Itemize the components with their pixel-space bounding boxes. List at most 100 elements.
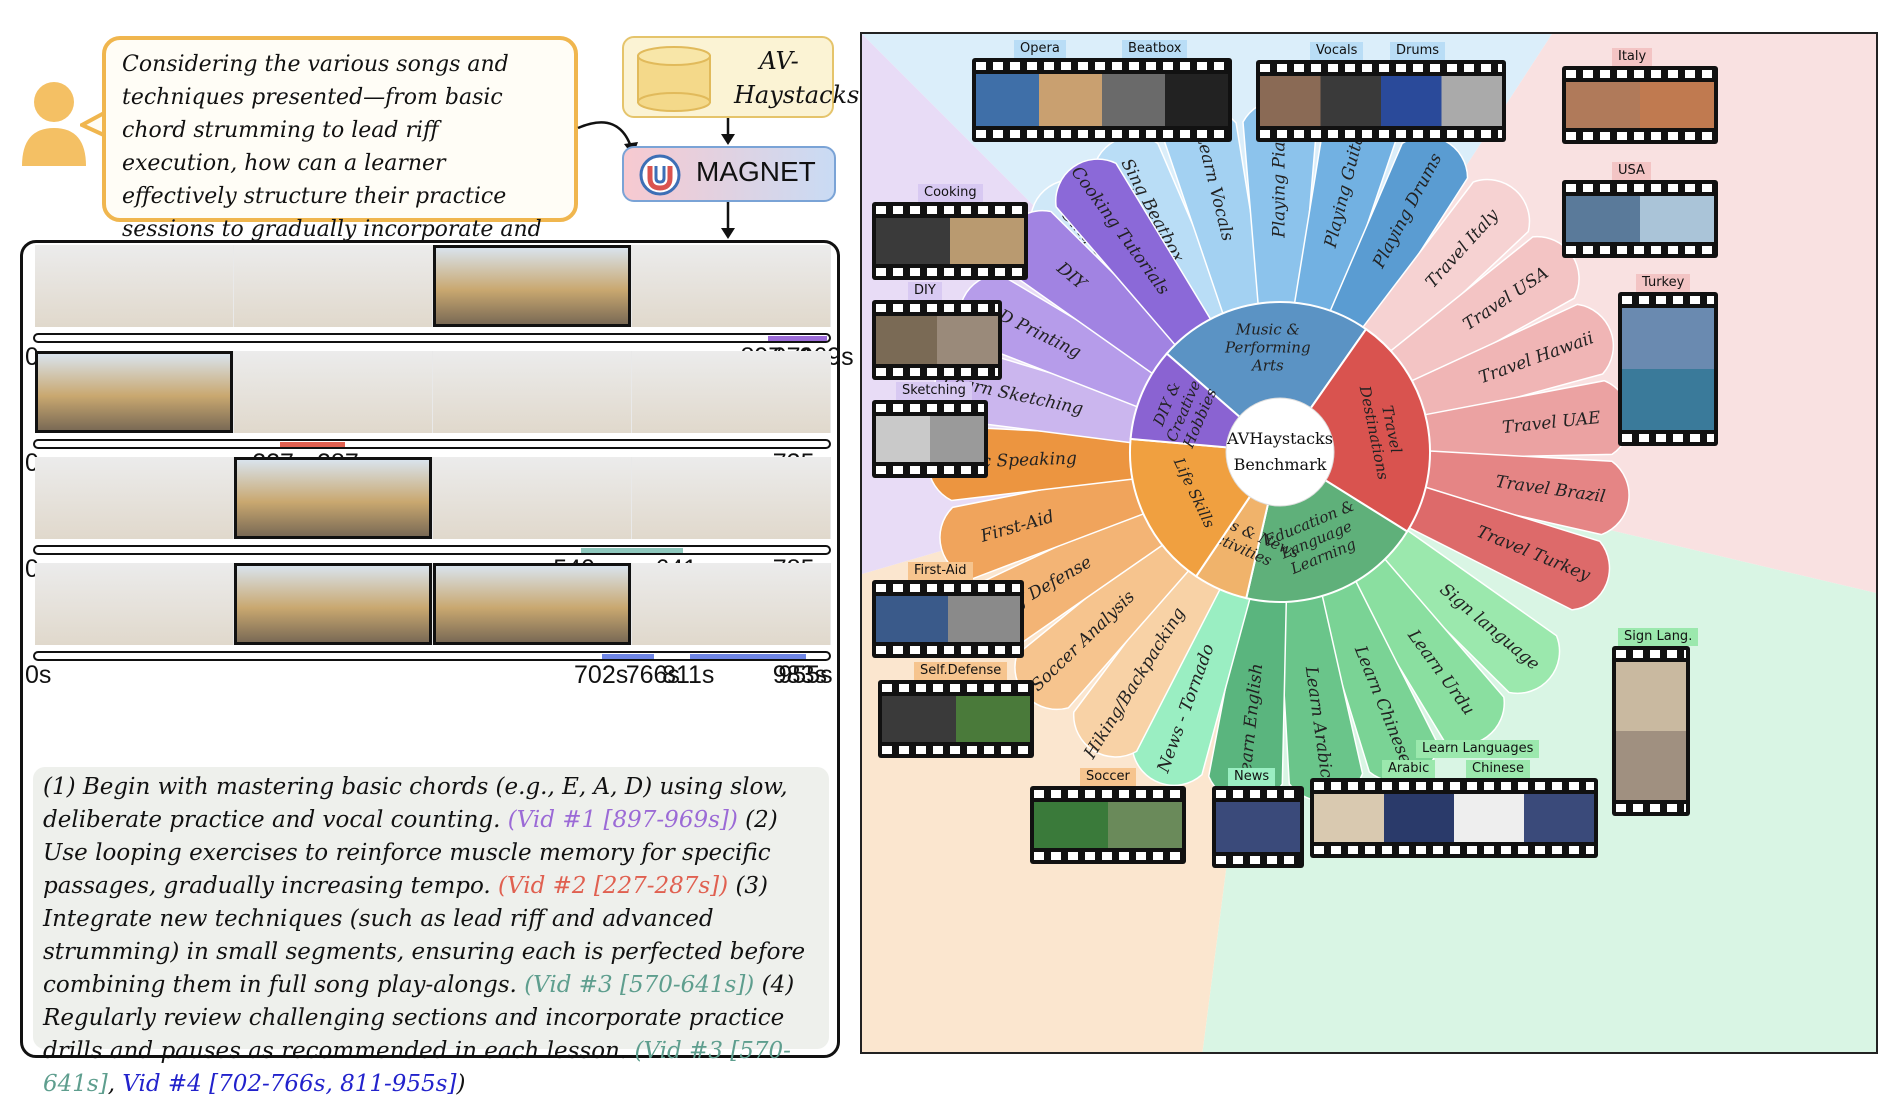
clip-category-tag: Opera (1014, 40, 1066, 58)
film-holes (1622, 296, 1714, 304)
video-frame (35, 563, 233, 645)
film-holes (1260, 130, 1502, 138)
film-holes (1566, 184, 1714, 192)
film-strip-clip (1212, 786, 1304, 868)
timeline-bar (33, 333, 831, 343)
answer-text: , (107, 1071, 123, 1097)
clip-thumbnail (876, 596, 1020, 642)
film-holes (876, 368, 998, 376)
video-frame (632, 245, 830, 327)
video-frame (632, 563, 830, 645)
film-holes (882, 746, 1030, 754)
database-icon (637, 46, 711, 112)
film-holes (1314, 782, 1594, 790)
clip-thumbnail (876, 218, 1024, 264)
video-frame (433, 351, 631, 433)
video-citation: (Vid #1 [897-969s]) (507, 807, 738, 833)
clip-group-tag: Learn Languages (1416, 740, 1540, 758)
wheel-center-label: Benchmark (1234, 455, 1327, 474)
clip-category-tag: USA (1612, 162, 1651, 180)
clip-thumbnail (876, 316, 998, 364)
category-petal: Playing Piano (1242, 99, 1318, 305)
answer-text: (3) Integrate new techniques (such as le… (43, 873, 806, 998)
category-petal: First-Aid (939, 470, 1145, 580)
arrow-down-icon (721, 202, 735, 239)
selected-video-frame (234, 563, 432, 645)
category-petal: Cooking Tutorials (1054, 158, 1212, 346)
timeline-segment (581, 548, 684, 553)
film-holes (1616, 650, 1686, 658)
clip-thumbnail (1622, 308, 1714, 430)
timeline-bar (33, 651, 831, 661)
sector-label-line: Arts (1250, 357, 1284, 375)
video-frame (234, 245, 432, 327)
selected-video-frame (433, 563, 631, 645)
clip-thumbnail (1566, 196, 1714, 242)
video-citation: (Vid #2 [227-287s]) (498, 873, 729, 899)
video-frame-strip (35, 457, 831, 539)
clip-category-tag: Beatbox (1122, 40, 1188, 58)
petal-shape (1361, 178, 1531, 358)
clip-category-tag: Drums (1390, 42, 1446, 60)
clip-category-tag: Self.Defense (914, 662, 1008, 680)
film-strip-clip (1618, 292, 1718, 446)
film-strip-clip (872, 300, 1002, 380)
film-strip-clip (1030, 786, 1186, 864)
film-holes (1566, 70, 1714, 78)
arrow-down-icon (721, 118, 735, 145)
video-frame (632, 457, 830, 539)
user-icon (22, 82, 86, 166)
film-holes (876, 466, 984, 474)
category-petal: Soccer Analysis (1014, 538, 1190, 711)
film-strip-clip (872, 580, 1024, 658)
video-frame (234, 351, 432, 433)
selected-video-frame (433, 245, 631, 327)
video-frame (35, 457, 233, 539)
timeline-bar (33, 545, 831, 555)
clip-category-tag: Sketching (896, 382, 972, 400)
film-holes (1034, 852, 1182, 860)
petal-shape (1073, 565, 1221, 758)
clip-thumbnail (1566, 82, 1714, 128)
timeline-panel: 0s897s969s971s0s227s287s735s0s540s641s78… (20, 240, 854, 1097)
sector-label-line: Performing (1224, 339, 1311, 357)
video-citation: Vid #4 [702-766s, 811-955s] (122, 1071, 457, 1097)
sector-label-line: Music & (1235, 321, 1300, 339)
magnet-label: MAGNET (696, 156, 816, 187)
av-haystacks-label: AV- Haystacks (734, 47, 860, 109)
film-strip-clip (872, 400, 988, 478)
category-petal: Learn English (1207, 596, 1288, 804)
film-holes (876, 584, 1020, 592)
answer-text: ) (456, 1071, 466, 1097)
film-strip-clip (1562, 180, 1718, 258)
timeline-tick-label: 766s (625, 661, 680, 689)
clip-category-tag: Cooking (918, 184, 983, 202)
clip-category-tag: Chinese (1466, 760, 1530, 778)
timeline-segment (280, 442, 346, 447)
film-holes (876, 404, 984, 412)
answer-text: (2) Use looping exercises to reinforce m… (43, 807, 778, 899)
magnet-logo-icon (639, 154, 681, 196)
film-strip-clip (878, 680, 1034, 758)
clip-thumbnail (1314, 794, 1594, 842)
film-holes (876, 206, 1024, 214)
video-frame (632, 351, 830, 433)
category-sector: Life Skills (1129, 437, 1253, 578)
film-holes (1566, 132, 1714, 140)
clip-category-tag: Soccer (1080, 768, 1136, 786)
category-petal: Travel UAE (1424, 379, 1632, 460)
category-sector: TravelDestinations (1308, 327, 1431, 533)
clip-thumbnail (1616, 662, 1686, 800)
film-holes (876, 304, 998, 312)
petal-shape (1423, 450, 1630, 536)
clip-category-tag: Arabic (1382, 760, 1436, 778)
petal-shape (1411, 303, 1615, 423)
clip-category-tag: News (1228, 768, 1276, 786)
film-holes (1622, 434, 1714, 442)
film-holes (882, 684, 1030, 692)
timeline-tick-label: 983s (772, 661, 827, 689)
timeline-tick-label: 0s (25, 661, 52, 689)
